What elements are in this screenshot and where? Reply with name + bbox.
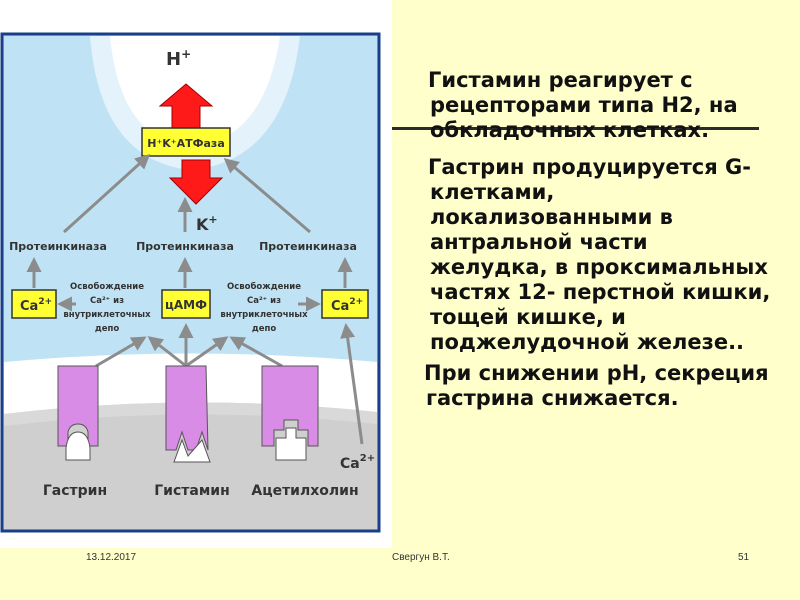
ca-left-label: Ca2+ (20, 297, 52, 314)
arrow-gastrin-to-release (95, 336, 147, 368)
k-plus-in-arrow (168, 159, 224, 205)
diagram-figure: H+ H⁺K⁺АТФаза K+ Протеинкиназа Протеинки… (0, 0, 392, 548)
ligand-acetylcholine-shape (275, 427, 307, 461)
camp-box (161, 289, 211, 319)
svg-text:Освобождение: Освобождение (227, 281, 301, 292)
ligand-histamine-shape (173, 438, 211, 463)
kinase-right: Протеинкиназа (259, 240, 357, 253)
paragraph-gastrin: Гастрин продуцируется G-клетками, локали… (428, 155, 771, 354)
paragraph-histamine: Гистамин реагирует с рецепторами типа Н2… (428, 68, 738, 142)
ca-right-label: Ca2+ (331, 297, 363, 314)
ca-right-box (321, 289, 369, 319)
arrow-right-kinase-to-pump (223, 158, 311, 234)
arrow-histamine-to-release-left (147, 336, 187, 368)
arrow-ca-external-to-ca-right (340, 323, 364, 445)
pump-box (141, 127, 231, 157)
svg-text:внутриклеточных: внутриклеточных (63, 310, 151, 320)
svg-text:внутриклеточных: внутриклеточных (220, 310, 308, 320)
ligand-gastrin-label: Гастрин (43, 483, 107, 499)
svg-text:Ca²⁺ из: Ca²⁺ из (247, 296, 281, 306)
footer-page-number: 51 (738, 552, 750, 563)
text-panel: Гистамин реагирует с рецепторами типа Н2… (412, 68, 772, 411)
arrow-left-kinase-to-pump (62, 153, 151, 234)
kinase-center: Протеинкиназа (136, 240, 234, 253)
ligand-gastrin-shape (65, 431, 91, 461)
k-plus-label: K+ (196, 213, 218, 234)
ligand-histamine-label: Гистамин (154, 483, 230, 499)
footer-author: Свергун В.Т. (392, 552, 450, 563)
pump-label: H⁺K⁺АТФаза (147, 137, 225, 150)
ca-left-box (11, 289, 57, 319)
svg-text:депо: депо (252, 324, 277, 334)
release-right-text: Освобождение Ca²⁺ из внутриклеточных деп… (220, 281, 308, 334)
kinase-left: Протеинкиназа (9, 240, 107, 253)
arrow-histamine-to-release-right (185, 336, 229, 368)
footer-date: 13.12.2017 (86, 552, 137, 563)
release-left-text: Освобождение Ca²⁺ из внутриклеточных деп… (63, 281, 151, 334)
h-plus-out-arrow (158, 83, 214, 129)
h-plus-label: H+ (166, 47, 191, 70)
diagram-svg: H+ H⁺K⁺АТФаза K+ Протеинкиназа Протеинки… (0, 0, 392, 548)
svg-text:Ca²⁺ из: Ca²⁺ из (90, 296, 124, 306)
receptor-gastrin (57, 365, 99, 447)
title-rule (392, 127, 759, 130)
arrow-acetylcholine-to-release (229, 336, 283, 368)
receptor-histamine (165, 365, 209, 451)
ligand-acetylcholine-label: Ацетилхолин (251, 483, 358, 499)
camp-label: цАМФ (165, 298, 207, 312)
ca-external-label: Ca2+ (340, 453, 375, 472)
receptor-acetylcholine (261, 365, 319, 447)
paragraph-ph: При снижении рН, секреция гастрина снижа… (424, 361, 769, 410)
svg-text:Освобождение: Освобождение (70, 281, 144, 292)
svg-text:депо: депо (95, 324, 120, 334)
